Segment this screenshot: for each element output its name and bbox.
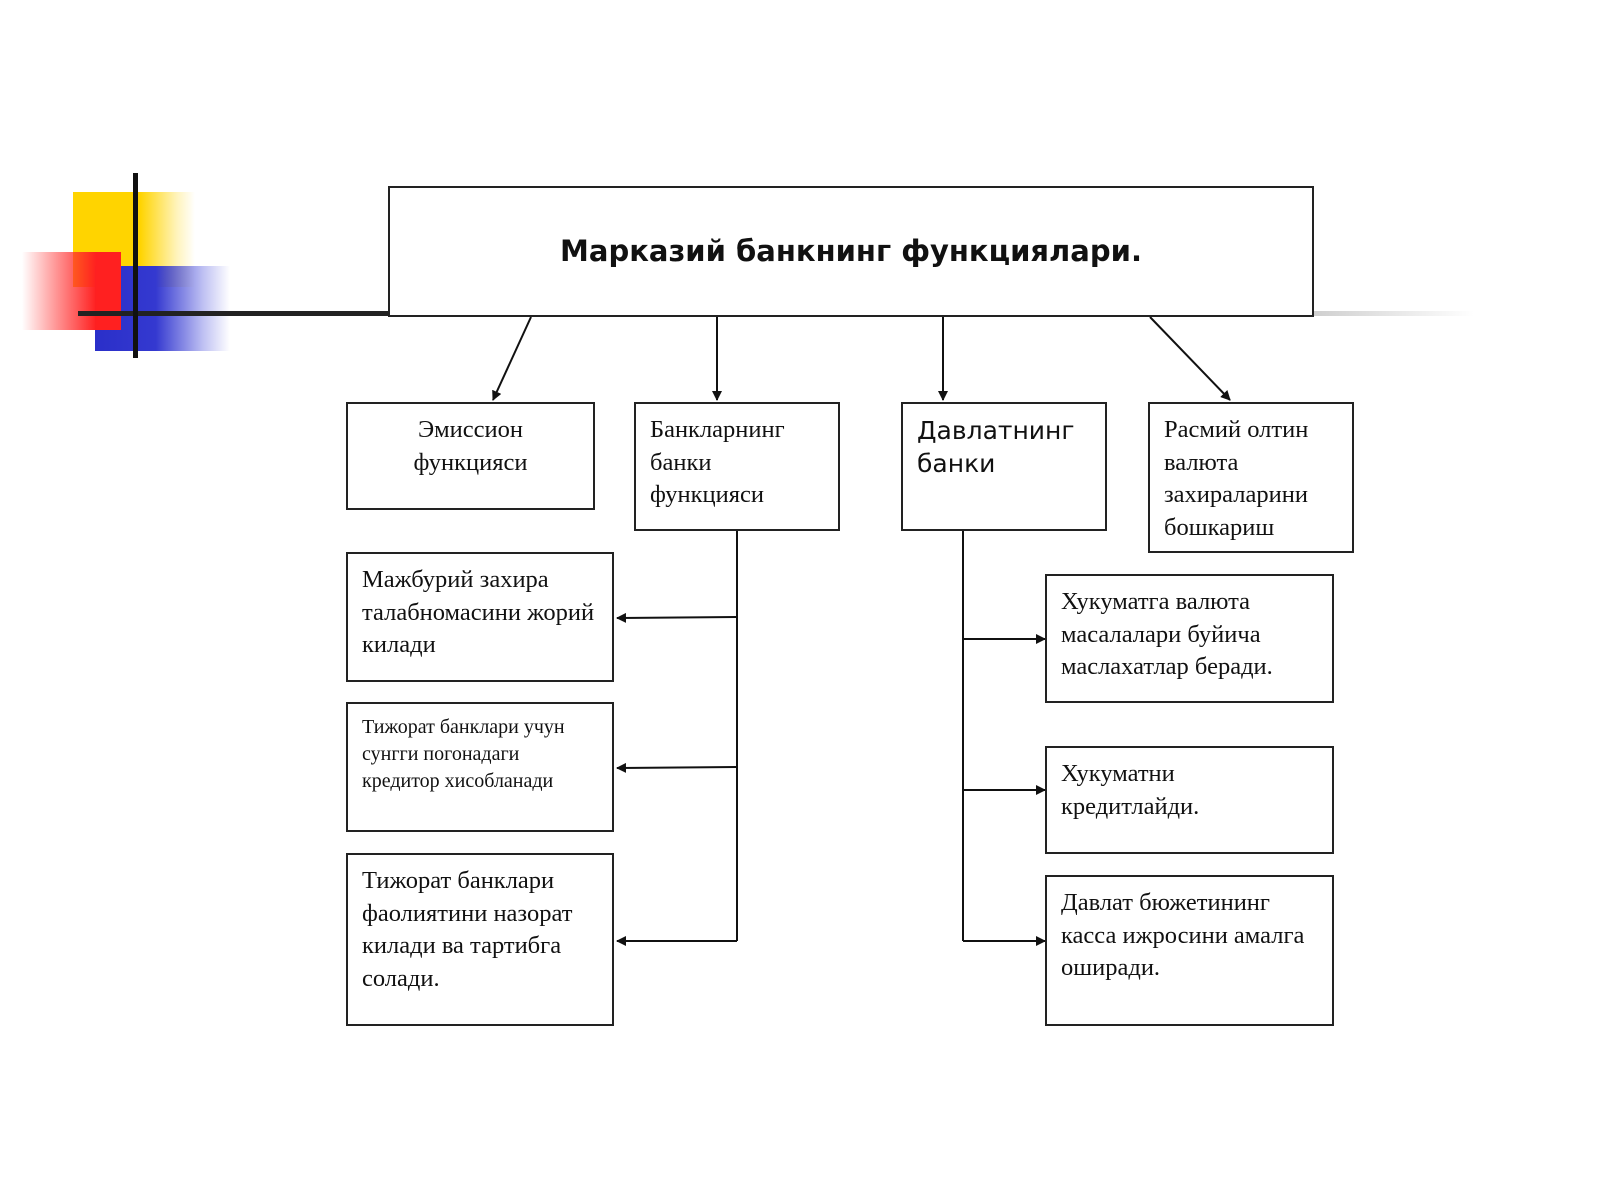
decor-red-square <box>22 252 121 330</box>
function-reserves-management: Расмий олтин валюта захираларини бошкари… <box>1148 402 1354 553</box>
reserve-requirement-box: Мажбурий захира талабномасини жорий кила… <box>346 552 614 682</box>
government-credit-box: Хукуматни кредитлайди. <box>1045 746 1334 854</box>
decor-horizontal-line-fade <box>1314 311 1474 316</box>
arrow-root-to-emission <box>492 316 532 401</box>
function-state-bank: Давлатнинг банки <box>901 402 1107 531</box>
arrow-to-lender-of-last-resort <box>616 762 738 773</box>
decor-vertical-line <box>133 173 138 358</box>
budget-execution-box: Давлат бюжетининг касса ижросини амалга … <box>1045 875 1334 1026</box>
currency-advice-box: Хукуматга валюта масалалари буйича масла… <box>1045 574 1334 703</box>
function-banks-bank: Банкларнинг банки функцияси <box>634 402 840 531</box>
diagram-title: Марказий банкнинг функциялари. <box>388 186 1314 317</box>
function-emission: Эмиссион функцияси <box>346 402 595 510</box>
arrow-to-reserve-requirement <box>616 612 738 623</box>
supervision-box: Тижорат банклари фаолиятини назорат кила… <box>346 853 614 1026</box>
arrow-root-to-reserves <box>1149 316 1231 401</box>
decor-horizontal-line <box>78 311 388 316</box>
lender-of-last-resort-box: Тижорат банклари учун сунгги погонадаги … <box>346 702 614 832</box>
